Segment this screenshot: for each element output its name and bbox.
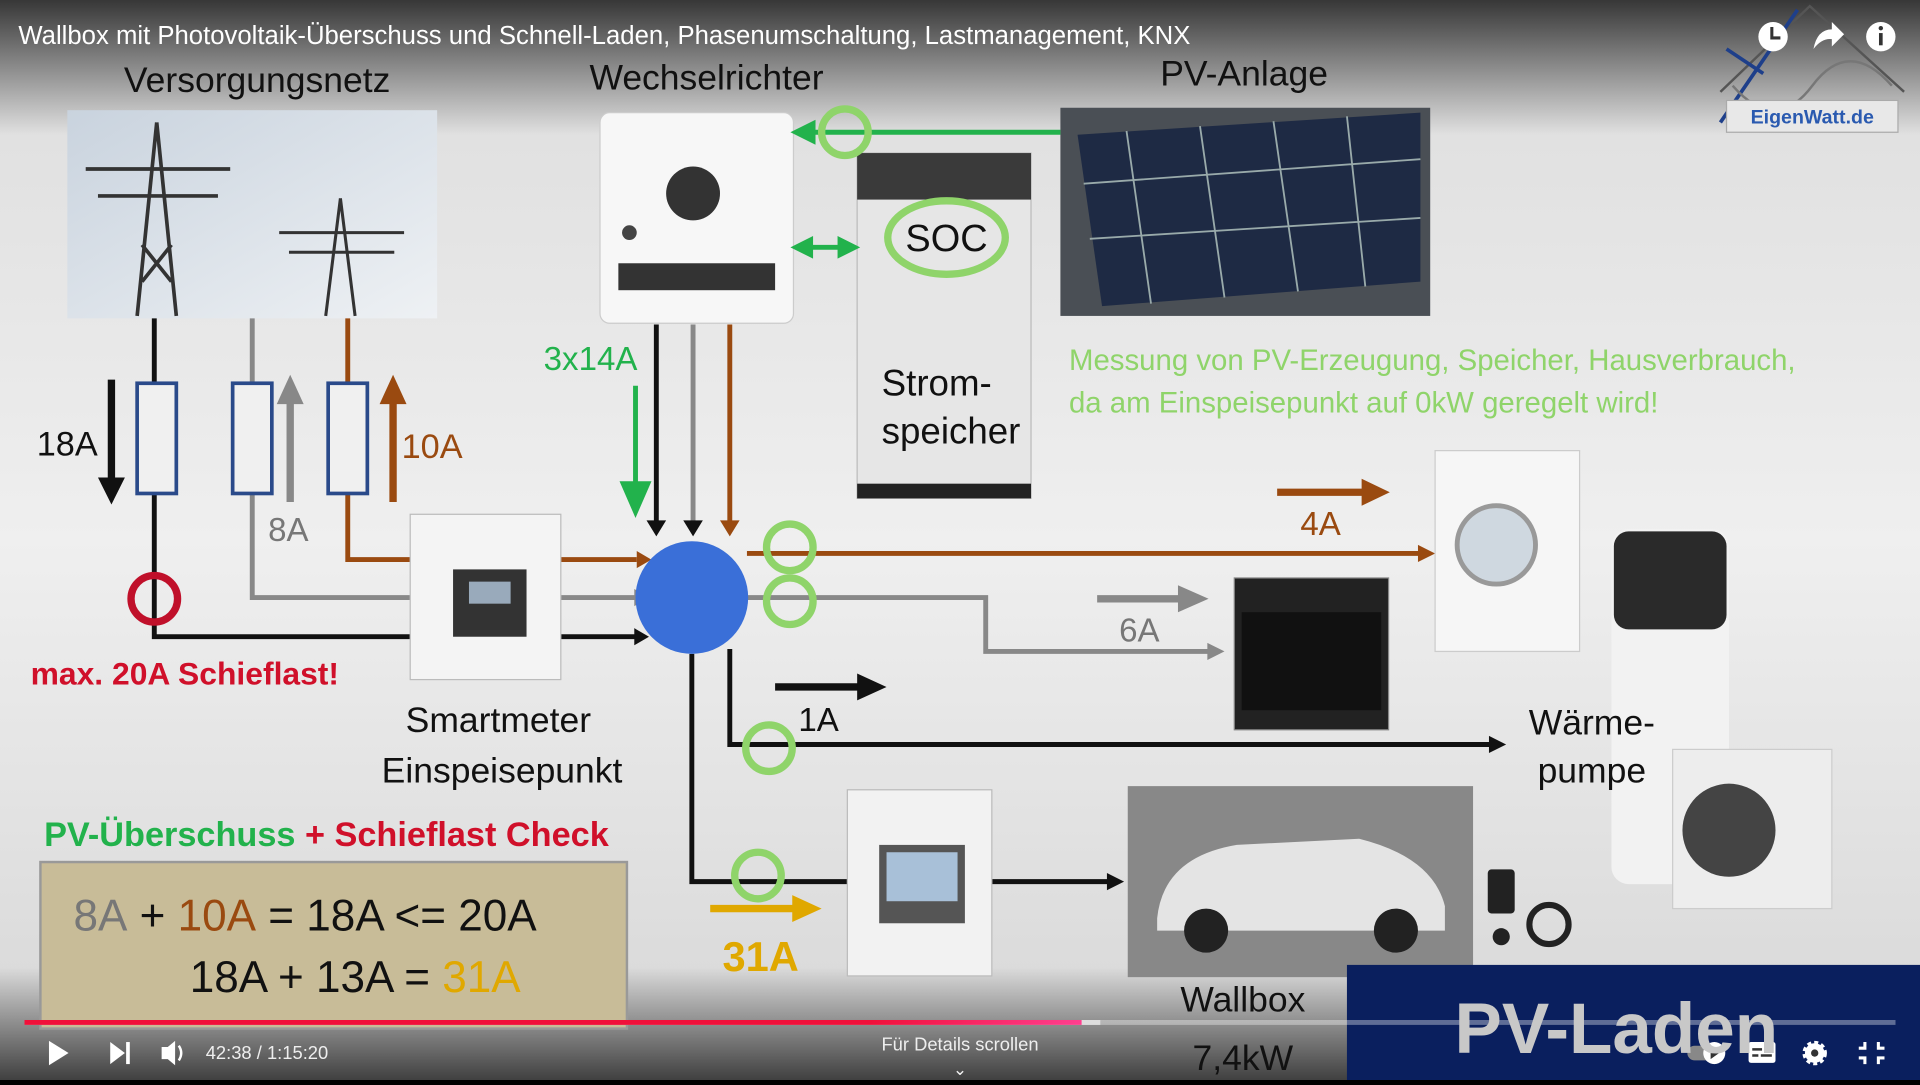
current-3x14a: 3x14A	[544, 341, 638, 378]
next-icon[interactable]	[110, 1042, 130, 1065]
house-junction	[635, 541, 749, 654]
power-pylon-image	[67, 110, 438, 319]
smartmeter-label-2: Einspeisepunkt	[382, 750, 623, 790]
heat-pump-label-2: pumpe	[1538, 750, 1647, 790]
battery-storage-image	[856, 152, 1032, 499]
oven-image	[1233, 577, 1390, 731]
smartmeter-label-1: Smartmeter	[406, 700, 592, 740]
heat-pump-label-1: Wärme-	[1529, 703, 1655, 743]
max-unbalanced-load: max. 20A Schieflast!	[31, 655, 339, 691]
formula-box	[39, 860, 629, 1030]
storage-label-2: speicher	[882, 410, 1021, 451]
current-31a: 31A	[722, 933, 798, 980]
formula-line-2: 18A + 13A = 31A	[190, 953, 521, 1002]
soc-label: SOC	[905, 218, 987, 260]
progress-bar[interactable]	[24, 1020, 1896, 1025]
pv-inverter-connection	[619, 119, 1061, 518]
svg-text:EigenWatt.de: EigenWatt.de	[1751, 107, 1874, 129]
current-arrows	[97, 374, 1390, 923]
measurement-note-1: Messung von PV-Erzeugung, Speicher, Haus…	[1069, 344, 1796, 377]
grid-label: Versorgungsnetz	[124, 60, 390, 100]
info-icon[interactable]	[1866, 22, 1896, 52]
measure-points	[731, 520, 817, 903]
washing-machine-image	[1434, 450, 1581, 653]
played-bar	[24, 1020, 1082, 1025]
banner-text: PV-Laden	[1455, 990, 1779, 1069]
electric-car-image	[1127, 786, 1474, 978]
pv-label: PV-Anlage	[1160, 54, 1328, 94]
exit-fullscreen-icon[interactable]	[1858, 1042, 1885, 1065]
chevron-down-icon[interactable]: ⌄	[953, 1059, 967, 1079]
video-title[interactable]: Wallbox mit Photovoltaik-Überschuss und …	[18, 22, 1190, 50]
current-10a: 10A	[402, 428, 463, 466]
storage-label-1: Strom-	[882, 363, 992, 404]
inverter-image	[599, 112, 795, 324]
scroll-hint[interactable]: Für Details scrollen	[881, 1034, 1038, 1055]
wallbox-meter-image	[846, 789, 993, 977]
current-8a: 8A	[268, 512, 308, 549]
ev-charging-icon	[1487, 869, 1572, 948]
check-title: PV-Überschuss + Schieflast Check	[44, 815, 610, 854]
check-title-unbalanced: + Schieflast Check	[295, 816, 609, 854]
share-icon[interactable]	[1813, 22, 1845, 49]
time-display: 42:38 / 1:15:20	[206, 1042, 329, 1063]
current-1a: 1A	[798, 702, 838, 739]
heat-pump-image	[1611, 528, 1833, 910]
measurement-note-2: da am Einspeisepunkt auf 0kW geregelt wi…	[1069, 387, 1658, 420]
current-6a: 6A	[1119, 613, 1159, 650]
current-18a: 18A	[37, 426, 98, 464]
current-4a: 4A	[1300, 506, 1340, 543]
measure-point	[817, 105, 872, 160]
settings-icon[interactable]	[1802, 1040, 1827, 1066]
inverter-label: Wechselrichter	[589, 57, 823, 97]
check-title-pv-surplus: PV-Überschuss	[44, 815, 295, 854]
play-icon[interactable]	[48, 1040, 69, 1066]
unbalanced-load-check-point	[127, 571, 182, 626]
formula-line-1: 8A + 10A = 18A <= 20A	[73, 892, 537, 941]
pv-laden-banner	[1346, 964, 1920, 1080]
soc-marker	[884, 197, 1009, 278]
wallbox-label-1: Wallbox	[1180, 979, 1305, 1019]
pv-panel-image	[1060, 107, 1431, 316]
fuses	[135, 381, 370, 496]
wallbox-label-2: 7,4kW	[1193, 1038, 1294, 1078]
smartmeter-image	[409, 513, 562, 681]
autoplay-toggle[interactable]	[1687, 1042, 1726, 1065]
watch-later-icon[interactable]	[1758, 22, 1788, 52]
subtitles-icon[interactable]	[1748, 1042, 1776, 1063]
